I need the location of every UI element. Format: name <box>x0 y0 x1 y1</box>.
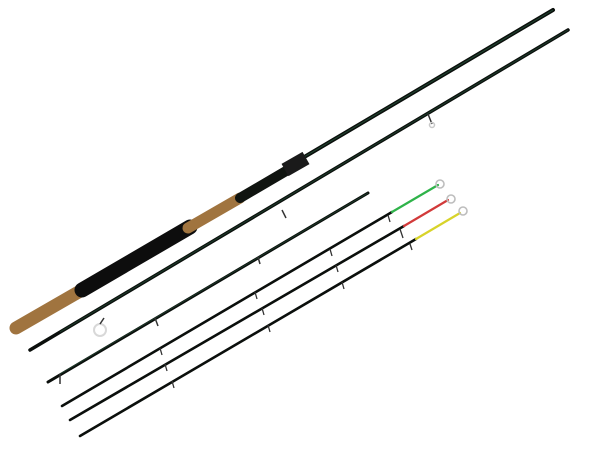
short-blank-highlight <box>59 192 369 375</box>
guide-foot <box>341 281 345 290</box>
tip-blank <box>78 237 418 438</box>
guide-foot <box>164 363 168 372</box>
guide-foot <box>261 307 265 316</box>
guide-foot <box>154 317 159 327</box>
tip-blank <box>60 210 394 408</box>
tip-colored-end <box>414 211 462 241</box>
guide-foot <box>159 347 163 356</box>
cork-butt <box>9 283 89 335</box>
guide-foot <box>257 256 261 265</box>
short-section <box>46 191 370 384</box>
quiver-tip-red <box>68 194 456 422</box>
middle-blank-highlight <box>59 29 569 333</box>
guide-foot <box>267 324 271 333</box>
guide-foot <box>254 291 258 300</box>
reel-seat-nut <box>281 151 310 177</box>
guide-foot <box>171 380 175 389</box>
guide-foot <box>335 264 339 273</box>
cork-fore-grip <box>182 192 246 234</box>
guide-foot <box>409 243 413 251</box>
quiver-tip-yellow <box>78 206 468 438</box>
quiver-tip-green <box>60 179 445 408</box>
guide-foot <box>329 248 333 257</box>
eva-grip-lower <box>74 219 198 298</box>
middle-guide-2 <box>427 113 436 129</box>
middle-section <box>28 28 570 352</box>
guide-foot <box>399 228 404 239</box>
tip-top-ring-icon <box>458 206 468 216</box>
tip-top-ring-icon <box>435 179 445 189</box>
tip-colored-end <box>390 183 440 214</box>
guide-ring-icon <box>428 121 436 129</box>
guide-foot <box>99 317 105 325</box>
tip-blank <box>68 224 406 422</box>
tip-colored-end <box>402 198 450 228</box>
guide-foot <box>281 209 287 219</box>
middle-guide <box>93 317 107 337</box>
butt-section <box>9 8 555 335</box>
guide-foot <box>387 214 391 223</box>
tip-top-ring-icon <box>446 194 456 204</box>
